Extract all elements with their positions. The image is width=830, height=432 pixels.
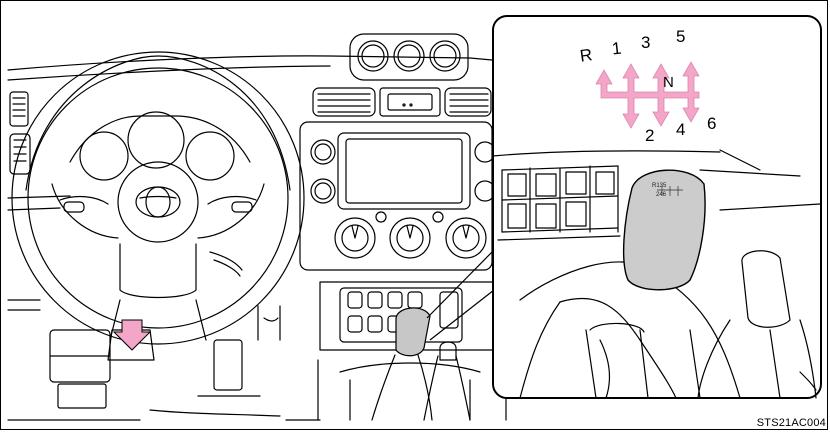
left-vent-2 [10, 134, 30, 174]
left-vent [10, 92, 28, 126]
gear-label-1: 1 [611, 39, 623, 60]
clutch-press-arrow [114, 320, 150, 350]
knob-pattern-top: R135 [652, 183, 666, 189]
gear-label-reverse: R [579, 45, 594, 67]
instrument-cluster [70, 112, 250, 180]
gear-label-4: 4 [676, 120, 685, 140]
center-vents [313, 88, 491, 116]
gear-label-2: 2 [645, 126, 654, 146]
console-shift-levers [372, 342, 470, 420]
gear-label-neutral: N [663, 74, 674, 91]
floor-lines [8, 410, 280, 420]
gear-label-3: 3 [641, 33, 650, 53]
gear-label-6: 6 [707, 114, 716, 134]
callout-connector [427, 250, 494, 340]
steering-wheel [12, 52, 304, 344]
head-unit [300, 122, 495, 270]
small-shift-knob [396, 308, 430, 356]
figure-code: STS21AC004 [757, 417, 826, 429]
knob-pattern-bottom: 246 [656, 192, 666, 198]
climate-knobs [335, 212, 486, 258]
gear-label-5: 5 [676, 27, 685, 47]
pedals [8, 300, 320, 420]
